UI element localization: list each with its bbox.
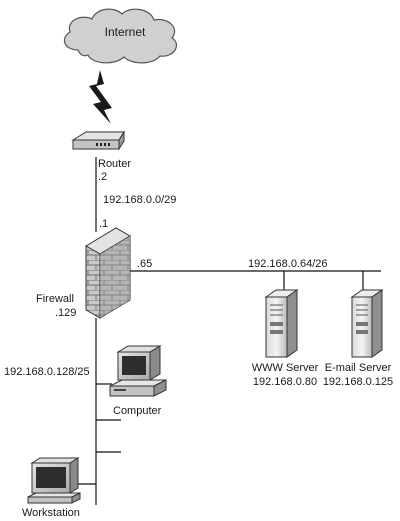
computer-icon — [109, 345, 167, 397]
internet-cloud-icon — [63, 8, 177, 64]
router-label: Router — [98, 158, 131, 170]
workstation-label: Workstation — [22, 507, 80, 519]
www-server-icon — [264, 289, 299, 358]
upper-network-label: 192.168.0.0/29 — [103, 194, 176, 206]
network-links — [78, 157, 381, 505]
computer-label: Computer — [113, 405, 162, 417]
www-server-label: WWW Server — [252, 362, 319, 374]
firewall-dmz-address: .65 — [137, 258, 152, 270]
internet-label: Internet — [105, 25, 146, 39]
www-server-address: 192.168.0.80 — [253, 376, 317, 388]
workstation-icon — [27, 457, 81, 504]
firewall-address: .129 — [55, 307, 76, 319]
firewall-icon — [85, 227, 131, 319]
dmz-network-label: 192.168.0.64/26 — [248, 258, 328, 270]
email-server-label: E-mail Server — [325, 362, 392, 374]
email-server-address: 192.168.0.125 — [323, 376, 393, 388]
router-icon — [71, 130, 125, 151]
firewall-label: Firewall — [36, 293, 74, 305]
firewall-upper-address: .1 — [99, 218, 108, 230]
wan-lightning-icon — [89, 70, 112, 124]
router-address: .2 — [98, 171, 107, 183]
internal-network-label: 192.168.0.128/25 — [4, 366, 90, 378]
email-server-icon — [350, 289, 384, 358]
